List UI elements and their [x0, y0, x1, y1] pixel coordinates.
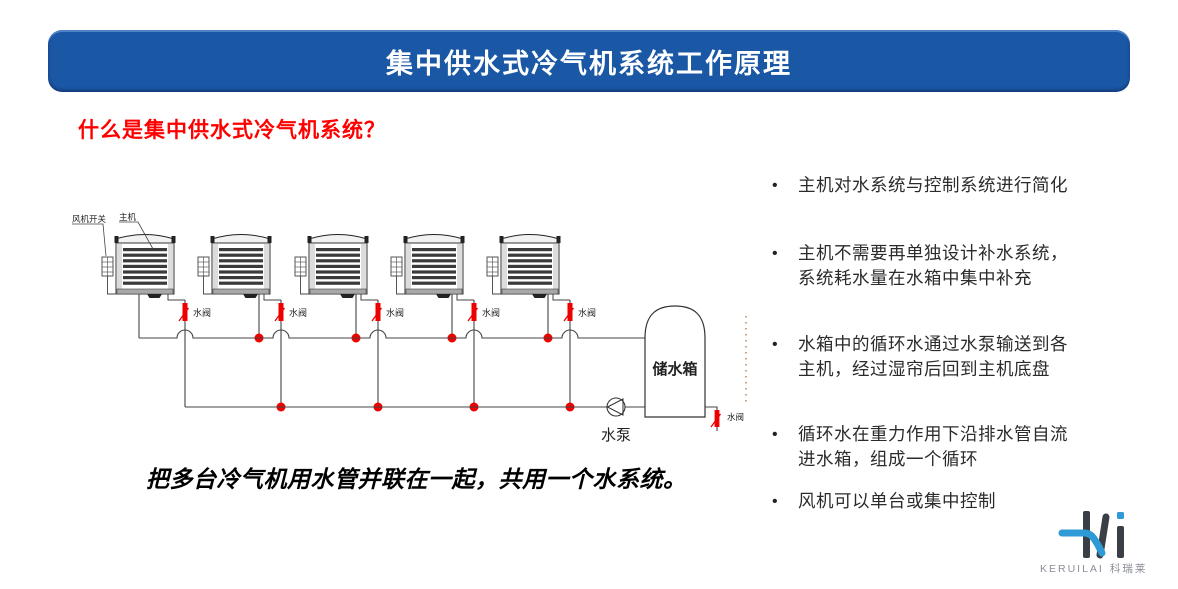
- diagram-caption: 把多台冷气机用水管并联在一起，共用一个水系统。: [146, 467, 687, 492]
- pump-label: 水泵: [601, 427, 631, 444]
- bullet-text: 水箱中的循环水通过水泵输送到各主机，经过湿帘后回到主机底盘: [798, 334, 1068, 379]
- bullet-marker-icon: •: [772, 245, 778, 262]
- bullet-item: • 水箱中的循环水通过水泵输送到各主机，经过湿帘后回到主机底盘: [770, 332, 1115, 382]
- bullet-marker-icon: •: [772, 493, 778, 510]
- bullet-list: • 主机对水系统与控制系统进行简化 • 主机不需要再单独设计补水系统，系统耗水量…: [770, 0, 1120, 589]
- tank-outlet: [705, 406, 722, 431]
- cooling-unit: 水阀: [390, 234, 500, 412]
- supply-pipe: [139, 329, 645, 339]
- water-pump-symbol: [606, 397, 626, 417]
- water-valve-label: 水阀: [482, 307, 500, 318]
- main-unit-label: 主机: [119, 212, 137, 222]
- slide-title: 集中供水式冷气机系统工作原理: [386, 48, 792, 79]
- title-banner: 集中供水式冷气机系统工作原理: [48, 30, 1130, 92]
- tank-label: 储水箱: [652, 360, 697, 378]
- logo-ki-mark: [1058, 511, 1124, 559]
- cooling-units-layer: 水阀 水阀 水阀 水阀 水阀: [101, 234, 596, 412]
- bullet-text: 循环水在重力作用下沿排水管自流进水箱，组成一个循环: [798, 424, 1068, 469]
- water-valve-label: 水阀: [193, 307, 211, 318]
- main-unit-callout: 主机: [119, 212, 154, 250]
- storage-tank: [644, 305, 706, 418]
- fan-switch-label: 风机开关: [72, 214, 107, 224]
- question-heading: 什么是集中供水式冷气机系统？: [78, 118, 386, 142]
- bullet-text: 主机不需要再单独设计补水系统，系统耗水量在水箱中集中补充: [798, 243, 1068, 288]
- water-valve-label: 水阀: [386, 307, 404, 318]
- bullet-text: 风机可以单台或集中控制: [798, 491, 996, 511]
- bullet-item: • 风机可以单台或集中控制: [770, 489, 1115, 514]
- cooling-unit: 水阀: [197, 234, 307, 412]
- bullet-marker-icon: •: [772, 336, 778, 353]
- cooling-system-diagram: 水阀水阀水阀水阀水阀 水泵 储水箱 水阀 风机开关 主机: [72, 212, 747, 444]
- cooling-unit: 水阀: [486, 234, 596, 412]
- cooling-unit: 水阀: [294, 234, 404, 412]
- bullet-item: • 循环水在重力作用下沿排水管自流进水箱，组成一个循环: [770, 422, 1115, 472]
- bullet-marker-icon: •: [772, 177, 778, 194]
- water-valve-label: 水阀: [578, 307, 596, 318]
- water-valve-label: 水阀: [289, 307, 307, 318]
- fan-switch-callout: 风机开关: [72, 214, 107, 257]
- bullet-item: • 主机不需要再单独设计补水系统，系统耗水量在水箱中集中补充: [770, 241, 1115, 291]
- cooling-unit: 水阀: [101, 234, 211, 407]
- bullet-marker-icon: •: [772, 426, 778, 443]
- bullet-item: • 主机对水系统与控制系统进行简化: [770, 173, 1115, 198]
- outlet-valve-label: 水阀: [727, 412, 744, 422]
- bullet-text: 主机对水系统与控制系统进行简化: [798, 175, 1068, 195]
